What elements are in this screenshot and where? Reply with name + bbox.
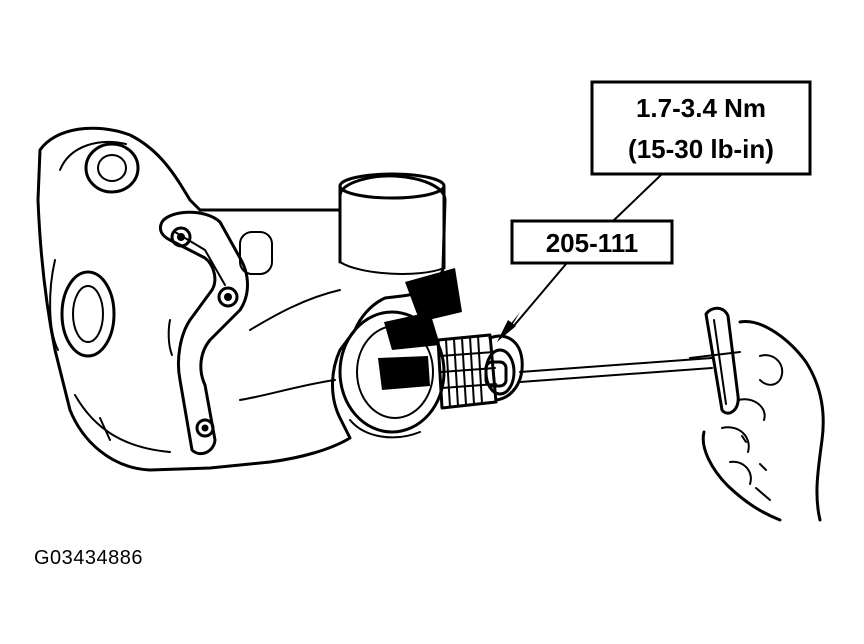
torque-spec-callout: 1.7-3.4 Nm (15-30 lb-in) bbox=[590, 80, 812, 176]
seal-bore bbox=[338, 268, 462, 439]
torque-spec-line1: 1.7-3.4 Nm bbox=[636, 93, 766, 123]
cylinder-housing bbox=[338, 172, 446, 275]
torque-spec-line2: (15-30 lb-in) bbox=[628, 134, 774, 164]
torque-wrench-hand bbox=[689, 306, 825, 522]
tool-number-callout: 205-111 bbox=[510, 219, 674, 265]
knuckle-housing bbox=[36, 126, 447, 472]
special-tool-205-111 bbox=[436, 333, 713, 410]
figure-id: G03434886 bbox=[34, 547, 144, 569]
leader-lines bbox=[497, 173, 663, 342]
tool-number-label: 205-111 bbox=[546, 228, 639, 258]
